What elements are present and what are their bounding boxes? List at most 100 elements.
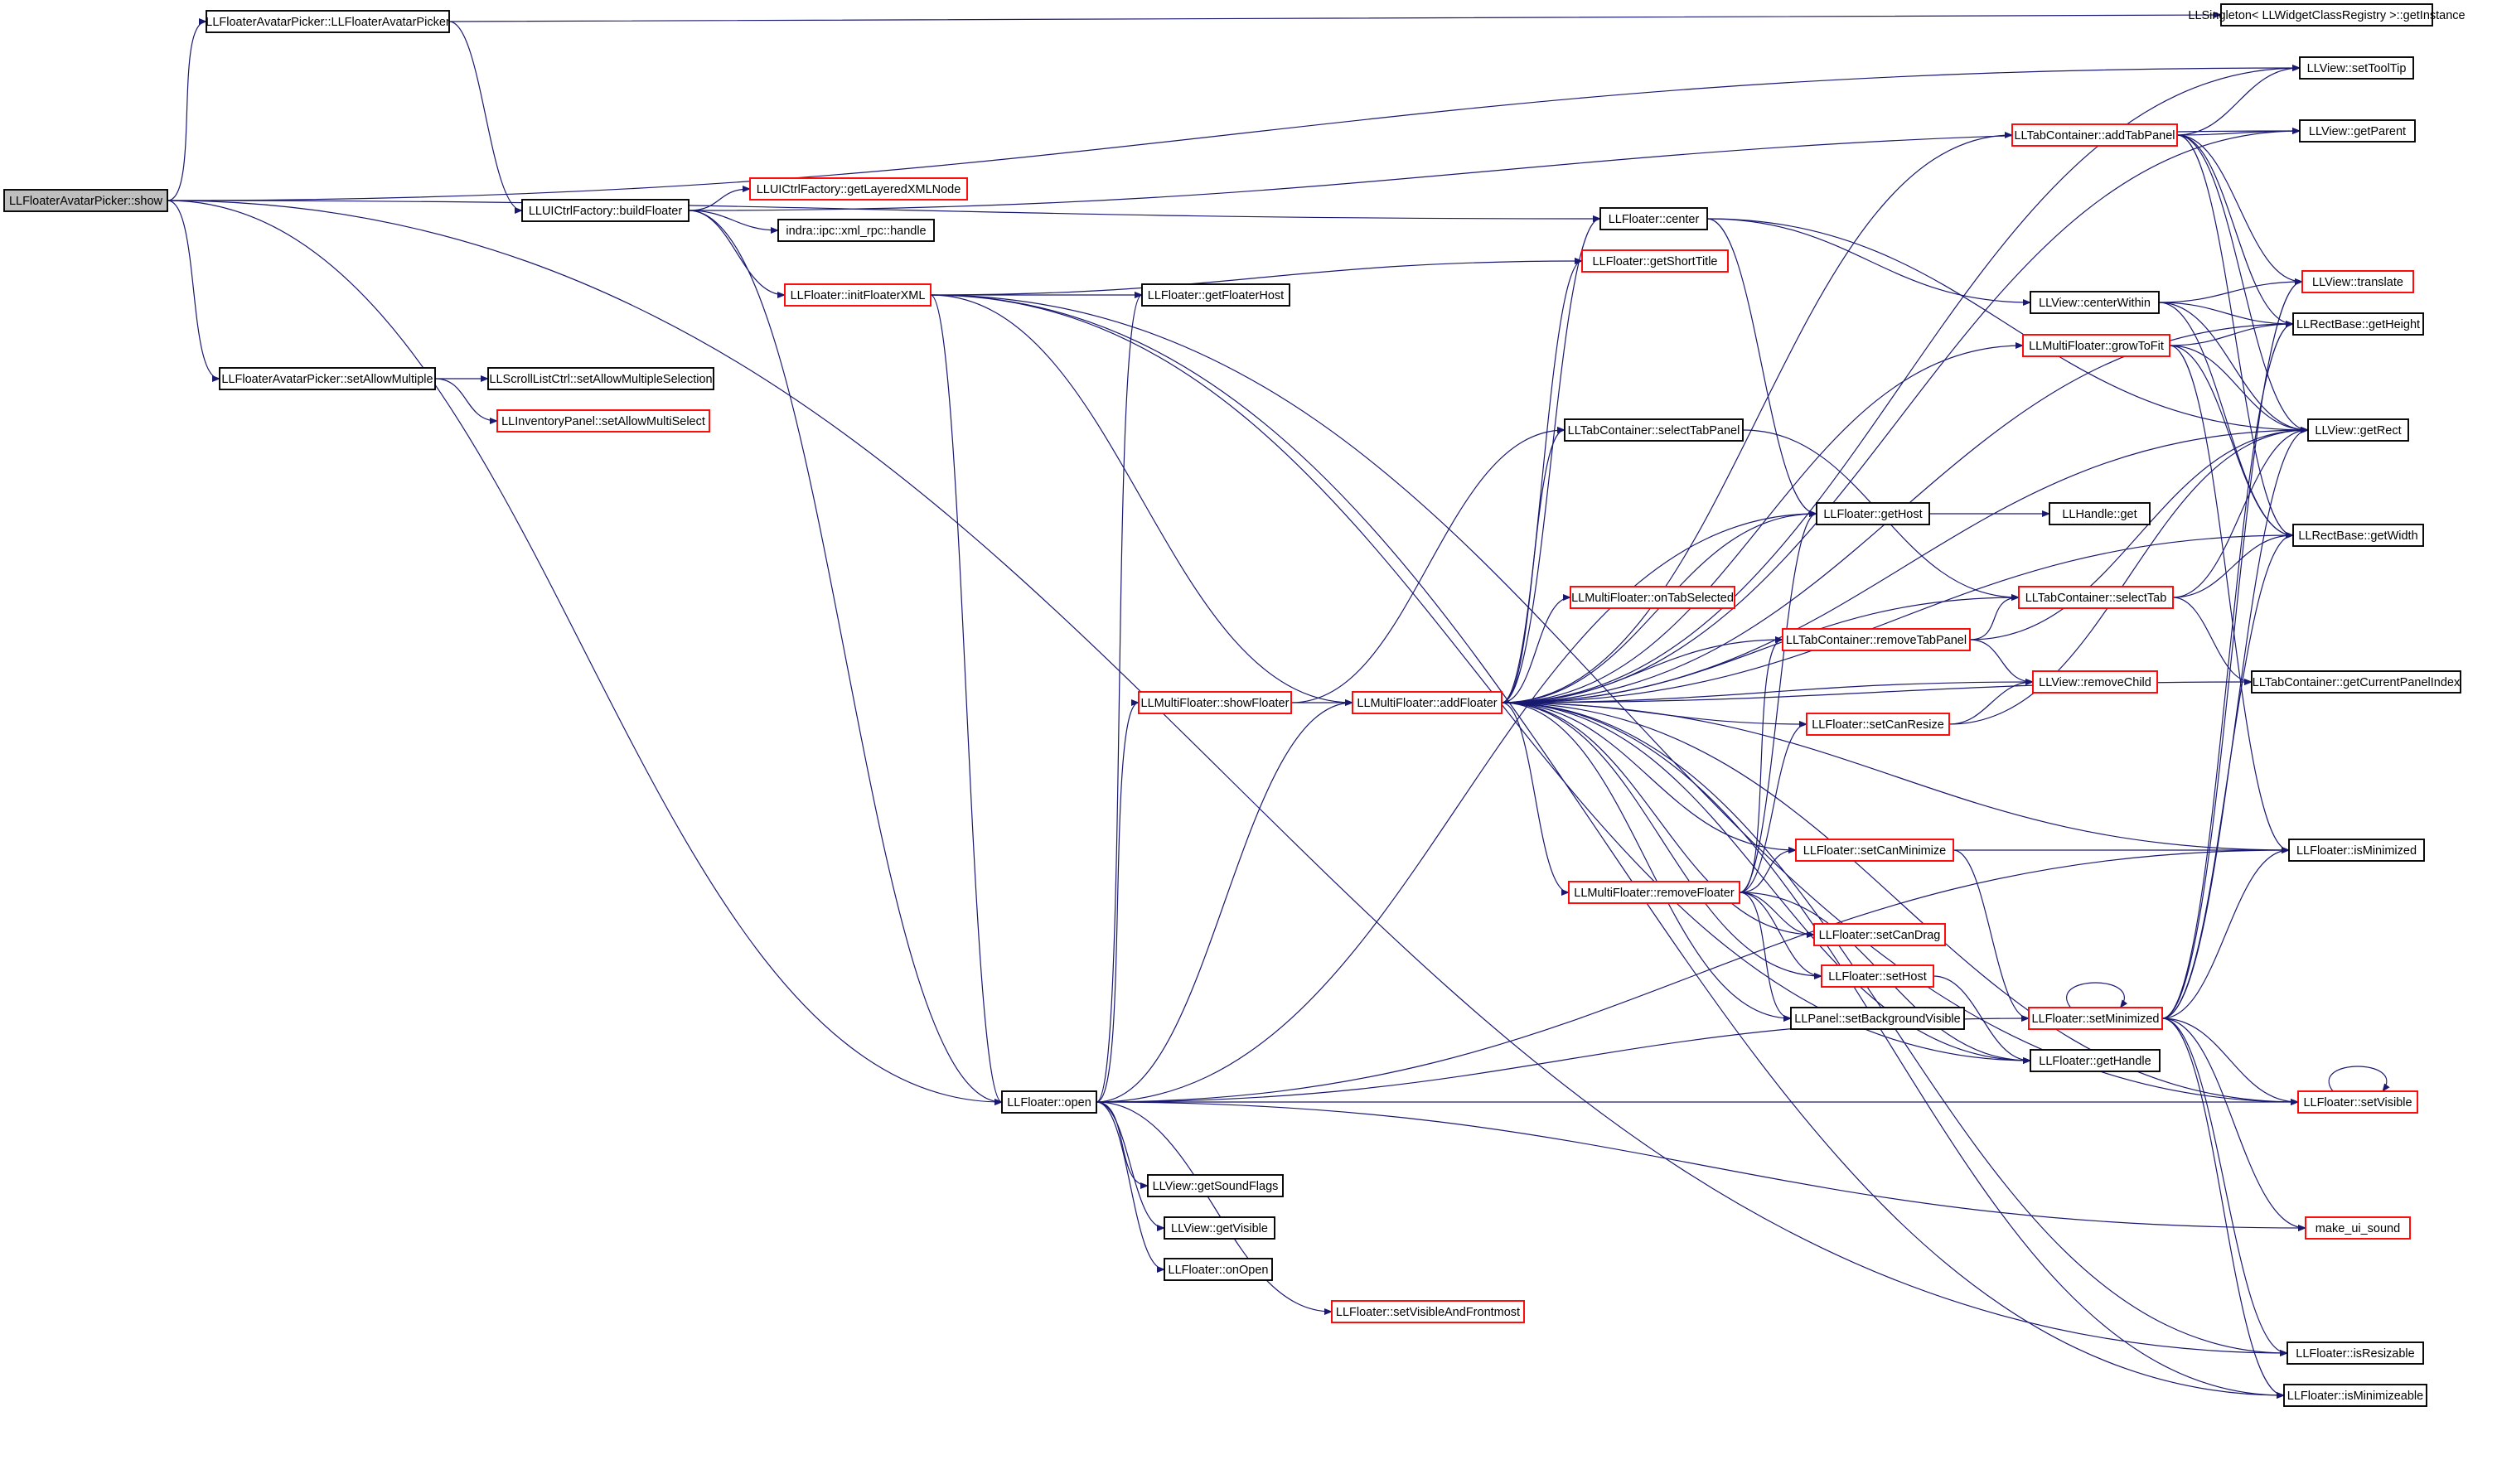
node-box[interactable] [487, 367, 714, 390]
node-box[interactable] [2220, 3, 2433, 27]
node-setVisibleAndFrontmost[interactable]: LLFloater::setVisibleAndFrontmost [1331, 1300, 1525, 1323]
node-box[interactable] [2251, 670, 2461, 694]
node-box[interactable] [2299, 56, 2414, 80]
node-box[interactable] [1816, 502, 1930, 525]
node-isMinimized[interactable]: LLFloater::isMinimized [2288, 839, 2425, 862]
node-box[interactable] [2299, 119, 2416, 143]
node-box[interactable] [1164, 1258, 1273, 1281]
node-box[interactable] [1570, 586, 1735, 609]
node-removeFloater[interactable]: LLMultiFloater::removeFloater [1568, 881, 1740, 904]
node-box[interactable] [784, 283, 932, 307]
node-onOpen[interactable]: LLFloater::onOpen [1164, 1258, 1273, 1281]
node-getInstance[interactable]: LLSingleton< LLWidgetClassRegistry >::ge… [2188, 3, 2466, 27]
node-box[interactable] [1331, 1300, 1525, 1323]
node-box[interactable] [3, 189, 168, 212]
node-getParent[interactable]: LLView::getParent [2299, 119, 2416, 143]
node-box[interactable] [1790, 1007, 1965, 1030]
node-box[interactable] [2018, 586, 2174, 609]
node-box[interactable] [1141, 283, 1290, 307]
node-box[interactable] [521, 199, 690, 222]
node-box[interactable] [1564, 418, 1744, 442]
node-box[interactable] [496, 409, 710, 433]
node-isMinimizeable[interactable]: LLFloater::isMinimizeable [2283, 1384, 2427, 1407]
node-box[interactable] [2292, 312, 2424, 336]
node-box[interactable] [1821, 964, 1934, 988]
node-setMinimized[interactable]: LLFloater::setMinimized [2028, 1007, 2163, 1030]
node-box[interactable] [206, 10, 450, 33]
node-onTabSelected[interactable]: LLMultiFloater::onTabSelected [1570, 586, 1735, 609]
node-isResizable[interactable]: LLFloater::isResizable [2286, 1341, 2424, 1365]
node-getFloaterHost[interactable]: LLFloater::getFloaterHost [1141, 283, 1290, 307]
node-box[interactable] [1568, 881, 1740, 904]
node-getRect[interactable]: LLView::getRect [2307, 418, 2409, 442]
node-box[interactable] [1813, 923, 1946, 946]
node-setHost[interactable]: LLFloater::setHost [1821, 964, 1934, 988]
node-getWidth[interactable]: LLRectBase::getWidth [2292, 524, 2424, 547]
node-showFloater[interactable]: LLMultiFloater::showFloater [1138, 691, 1292, 714]
node-box[interactable] [749, 177, 968, 201]
node-selectTab[interactable]: LLTabContainer::selectTab [2018, 586, 2174, 609]
node-box[interactable] [2283, 1384, 2427, 1407]
node-box[interactable] [1782, 628, 1971, 651]
node-makeUiSound[interactable]: make_ui_sound [2305, 1216, 2411, 1240]
node-box[interactable] [1164, 1216, 1275, 1240]
node-getHeight[interactable]: LLRectBase::getHeight [2292, 312, 2424, 336]
node-box[interactable] [2288, 839, 2425, 862]
node-translate[interactable]: LLView::translate [2301, 270, 2414, 293]
node-getShortTitle[interactable]: LLFloater::getShortTitle [1581, 249, 1729, 273]
node-addFloater[interactable]: LLMultiFloater::addFloater [1352, 691, 1503, 714]
node-getVisible[interactable]: LLView::getVisible [1164, 1216, 1275, 1240]
node-setCanMinimize[interactable]: LLFloater::setCanMinimize [1795, 839, 1954, 862]
node-center[interactable]: LLFloater::center [1599, 207, 1708, 230]
node-box[interactable] [1581, 249, 1729, 273]
node-box[interactable] [2297, 1090, 2418, 1114]
node-getHandle[interactable]: LLFloater::getHandle [2030, 1049, 2161, 1072]
node-initFloaterXML[interactable]: LLFloater::initFloaterXML [784, 283, 932, 307]
node-setCanResize[interactable]: LLFloater::setCanResize [1806, 713, 1950, 736]
node-removeChild[interactable]: LLView::removeChild [2032, 670, 2158, 694]
node-box[interactable] [2049, 502, 2151, 525]
node-open[interactable]: LLFloater::open [1001, 1090, 1097, 1114]
node-setAllowMultiSelect[interactable]: LLInventoryPanel::setAllowMultiSelect [496, 409, 710, 433]
node-addTabPanel[interactable]: LLTabContainer::addTabPanel [2011, 123, 2178, 147]
node-box[interactable] [1806, 713, 1950, 736]
node-removeTabPanel[interactable]: LLTabContainer::removeTabPanel [1782, 628, 1971, 651]
node-getSoundFlags[interactable]: LLView::getSoundFlags [1147, 1174, 1284, 1197]
node-box[interactable] [2028, 1007, 2163, 1030]
node-box[interactable] [1001, 1090, 1097, 1114]
node-box[interactable] [2286, 1341, 2424, 1365]
node-box[interactable] [1147, 1174, 1284, 1197]
node-setAllowMultipleSelection[interactable]: LLScrollListCtrl::setAllowMultipleSelect… [487, 367, 714, 390]
node-box[interactable] [1599, 207, 1708, 230]
node-box[interactable] [2301, 270, 2414, 293]
node-xmlHandle[interactable]: indra::ipc::xml_rpc::handle [777, 219, 935, 242]
node-box[interactable] [1795, 839, 1954, 862]
node-box[interactable] [2022, 334, 2170, 357]
node-box[interactable] [2030, 1049, 2161, 1072]
node-selectTabPanel[interactable]: LLTabContainer::selectTabPanel [1564, 418, 1744, 442]
node-box[interactable] [2307, 418, 2409, 442]
node-setBackgroundVisible[interactable]: LLPanel::setBackgroundVisible [1790, 1007, 1965, 1030]
node-setVisible[interactable]: LLFloater::setVisible [2297, 1090, 2418, 1114]
node-setCanDrag[interactable]: LLFloater::setCanDrag [1813, 923, 1946, 946]
node-box[interactable] [2292, 524, 2424, 547]
node-setToolTip[interactable]: LLView::setToolTip [2299, 56, 2414, 80]
node-box[interactable] [1352, 691, 1503, 714]
node-show[interactable]: LLFloaterAvatarPicker::show [3, 189, 168, 212]
node-growToFit[interactable]: LLMultiFloater::growToFit [2022, 334, 2170, 357]
node-box[interactable] [1138, 691, 1292, 714]
node-getHost[interactable]: LLFloater::getHost [1816, 502, 1930, 525]
node-box[interactable] [777, 219, 935, 242]
node-ctor[interactable]: LLFloaterAvatarPicker::LLFloaterAvatarPi… [206, 10, 450, 33]
node-getCurrentPanelIndex[interactable]: LLTabContainer::getCurrentPanelIndex [2251, 670, 2461, 694]
node-setAllowMultiple[interactable]: LLFloaterAvatarPicker::setAllowMultiple [219, 367, 436, 390]
node-buildFloater[interactable]: LLUICtrlFactory::buildFloater [521, 199, 690, 222]
node-box[interactable] [2030, 291, 2160, 314]
node-box[interactable] [219, 367, 436, 390]
node-box[interactable] [2032, 670, 2158, 694]
node-centerWithin[interactable]: LLView::centerWithin [2030, 291, 2160, 314]
node-box[interactable] [2011, 123, 2178, 147]
node-getLayeredXMLNode[interactable]: LLUICtrlFactory::getLayeredXMLNode [749, 177, 968, 201]
node-handleGet[interactable]: LLHandle::get [2049, 502, 2151, 525]
node-box[interactable] [2305, 1216, 2411, 1240]
